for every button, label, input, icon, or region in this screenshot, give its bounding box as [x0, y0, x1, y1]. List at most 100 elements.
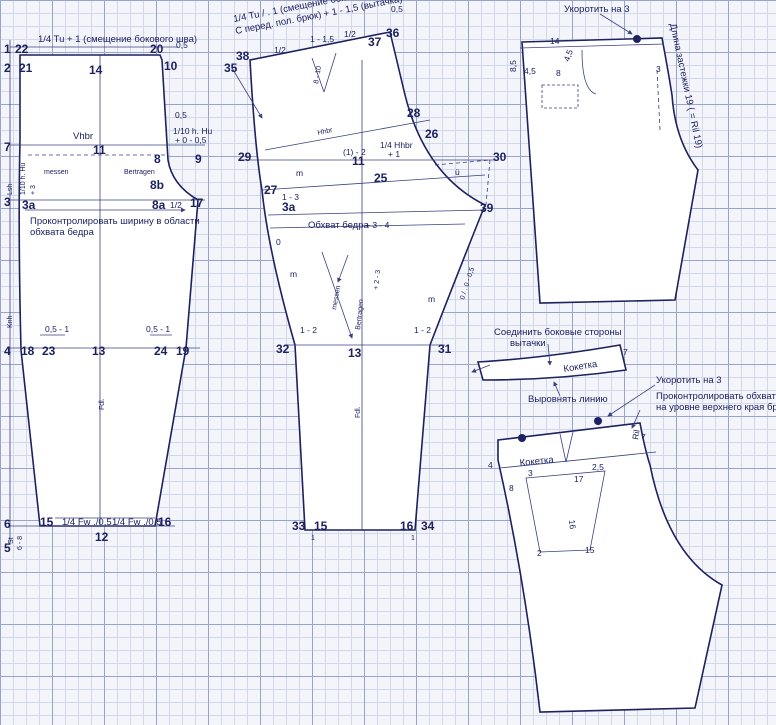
back-half-b: 1/2 [344, 29, 356, 39]
front-hu-note-2: + 0 - 0,5 [175, 135, 207, 145]
yoke-join-note-1: Соединить боковые стороны [494, 327, 622, 338]
front-top-note: 1/4 Tu + 1 (смещение бокового шва) [38, 34, 197, 45]
front-point-3a: 3a [22, 198, 36, 212]
back-bertragen: Bertragen [355, 299, 365, 330]
shorts2-button-dot-left [518, 434, 526, 442]
front-point-8a: 8a [152, 198, 166, 212]
front-point-23: 23 [42, 344, 56, 358]
back-m-right: m [428, 294, 435, 304]
back-u: ü [455, 167, 460, 177]
shorts2-shorten-note: Укоротить на 3 [656, 375, 722, 386]
front-point-4: 4 [4, 344, 11, 358]
shorts2-7: 7 [641, 432, 646, 442]
front-point-15: 15 [40, 515, 54, 529]
front-trouser-piece: 1 22 20 0,5 1/4 Tu + 1 (смещение боковог… [4, 34, 212, 555]
front-hu-note-1: 1/10 h. Hu [173, 126, 212, 136]
front-knh: Knh [7, 315, 14, 328]
front-point-21: 21 [19, 61, 33, 75]
back-zero05: 0 / . 0 - 0,5 [459, 267, 476, 301]
shorts2-16: 16 [567, 519, 578, 530]
back-hip-plus: + 3 - 4 [365, 220, 390, 230]
back-point-39: 39 [480, 201, 494, 215]
shorts2-control-note-1: Проконтролировать обхват [656, 391, 776, 402]
front-outline [18, 54, 199, 527]
back-outline [249, 31, 487, 531]
front-fw-left: 1/4 Fw ./0,5 [62, 517, 112, 528]
front-point-6: 6 [4, 517, 11, 531]
front-point-12: 12 [95, 530, 109, 544]
shorts-back-piece: Укоротить на 3 Проконтролировать обхват … [488, 375, 776, 713]
front-point-5: 5 [4, 541, 11, 555]
back-point-36: 36 [386, 26, 400, 40]
back-dart-length: 8 - 10 [313, 65, 323, 84]
back-point-31: 31 [438, 342, 452, 356]
front-point-11: 11 [93, 143, 106, 157]
back-hhbr-note-1: 1/4 Hhbr [380, 140, 413, 150]
front-messen: messen [44, 169, 69, 176]
back-hip: Обхват бедра [308, 220, 370, 231]
shorts-45b: 4,5 [561, 48, 575, 63]
back-point-37: 37 [368, 35, 382, 49]
back-point-30: 30 [493, 150, 507, 164]
shorts2-yoke: Кокетка [519, 454, 555, 469]
shorts2-button-dot-right [594, 417, 602, 425]
front-bertragen: Bertragen [124, 169, 155, 176]
front-point-8: 8 [154, 152, 161, 166]
back-hhbr-note-2: + 1 [388, 149, 400, 159]
front-hu-side: 1/10 h. Hu [20, 163, 27, 195]
back-one-b: 1 [411, 535, 415, 542]
back-point-11: 11 [352, 154, 365, 168]
back-point-3a: 3a [282, 200, 296, 214]
front-point-22: 22 [15, 42, 29, 56]
front-point-1: 1 [4, 42, 11, 56]
back-point-33: 33 [292, 519, 306, 533]
shorts2-17: 17 [574, 474, 584, 484]
shorts2-ril: Ril [630, 429, 642, 441]
shorts-shorten-note: Укоротить на 3 [564, 4, 630, 15]
shorts-back-outline [497, 422, 723, 713]
back-point-16: 16 [400, 519, 414, 533]
front-label-05a: 0,5 [176, 40, 188, 50]
back-neg2: (1) - 2 [343, 147, 366, 157]
yoke-title-1: Кокетка [563, 359, 599, 375]
front-point-14: 14 [89, 63, 103, 77]
front-point-24: 24 [154, 344, 168, 358]
back-one2b: 1 - 2 [414, 325, 431, 335]
yoke-join-note-2: вытачки [510, 338, 546, 349]
shorts-front-outline [521, 37, 699, 304]
front-vhbr: Vhbr [73, 131, 93, 142]
yoke-piece-1: Соединить боковые стороны вытачки Кокетк… [471, 327, 628, 405]
front-point-18: 18 [21, 344, 35, 358]
shorts2-control-note-2: на уровне верхнего края брюк [656, 402, 776, 413]
shorts-3: 3 [656, 64, 661, 74]
back-point-15: 15 [314, 519, 328, 533]
shorts-8: 8 [556, 68, 561, 78]
back-one2a: 1 - 2 [300, 325, 317, 335]
back-point-28: 28 [407, 106, 421, 120]
back-label-05: 0,5 [391, 4, 403, 14]
front-st: St [8, 537, 15, 544]
back-hhbr: Hhbr [317, 127, 334, 137]
back-point-29: 29 [238, 150, 252, 164]
shorts2-2: 2 [537, 548, 542, 558]
yoke-align-note: Выровнять линию [528, 394, 608, 405]
front-fdl: Fdl. [99, 398, 106, 410]
shorts2-8: 8 [509, 483, 514, 493]
back-zero: 0 [276, 237, 281, 247]
back-point-38: 38 [236, 49, 250, 63]
front-control-note-2: обхвата бедра [30, 227, 95, 238]
back-point-34: 34 [421, 519, 435, 533]
shorts-45a: 4,5 [524, 66, 536, 76]
back-plus23: + 2 - 3 [373, 269, 382, 290]
shorts2-25: 2,5 [592, 462, 604, 472]
back-trouser-piece: 1/4 Tu / . 1 (смещение бок. шва С перед.… [224, 0, 507, 542]
back-one3: 1 - 3 [282, 192, 299, 202]
shorts2-3: 3 [528, 468, 533, 478]
shorts-waist: 14 [550, 36, 560, 46]
shorts2-15: 15 [585, 545, 595, 555]
front-fw-right: 1/4 Fw ./0,5 [112, 517, 162, 528]
front-point-8b: 8b [150, 178, 164, 192]
back-dart: 1 - 1,5 [310, 34, 334, 44]
